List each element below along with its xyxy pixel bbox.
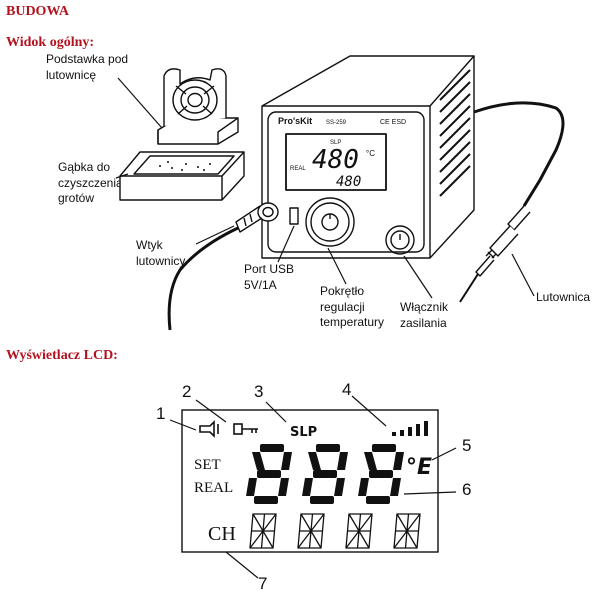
temperature-knob xyxy=(305,197,355,247)
label-power: Włącznik zasilania xyxy=(400,300,449,330)
device-unit: °C xyxy=(366,149,375,158)
digit-3-h-segment xyxy=(369,470,393,478)
lcd-leaders xyxy=(169,395,457,579)
digit-2-v-segment xyxy=(334,478,345,496)
digit-2-h-segment xyxy=(316,444,340,452)
device-set-temp: 480 xyxy=(312,145,359,175)
char-1-segments xyxy=(249,513,277,549)
callout-3: 3 xyxy=(254,382,264,401)
device-real-temp: 480 xyxy=(336,174,361,190)
device-brand: Pro'sKit xyxy=(278,116,312,126)
digit-1-v-segment xyxy=(246,478,257,496)
digit-3-v-segment xyxy=(390,478,401,496)
digit-2-h-segment xyxy=(310,496,334,504)
digit-1-h-segment xyxy=(260,444,284,452)
callout-6: 6 xyxy=(462,480,472,499)
label-iron: Lutownica xyxy=(536,290,591,304)
digit-1-v-segment xyxy=(252,452,265,470)
page-title: BUDOWA xyxy=(6,4,70,19)
callout-1: 1 xyxy=(156,404,166,423)
label-usb: Port USB 5V/1A xyxy=(244,262,295,292)
digit-3-v-segment xyxy=(364,452,377,470)
lcd-unit: °E xyxy=(406,455,432,480)
device-model: SS-259 xyxy=(326,120,347,126)
speaker-icon xyxy=(199,420,215,438)
label-plug: Wtyk lutownicy xyxy=(136,238,186,268)
callout-5: 5 xyxy=(462,436,472,455)
char-2-segments xyxy=(297,513,325,549)
digit-2-v-segment xyxy=(337,452,348,470)
usb-port xyxy=(289,207,299,225)
lcd-real-label: REAL xyxy=(194,480,233,496)
digit-3-h-segment xyxy=(366,496,390,504)
lcd-frame xyxy=(181,409,439,553)
char-4-segments xyxy=(393,513,421,549)
digit-2-v-segment xyxy=(302,478,313,496)
callout-4: 4 xyxy=(342,380,352,399)
digit-1-h-segment xyxy=(257,470,281,478)
device-slp: SLP xyxy=(330,140,341,146)
digit-3-v-segment xyxy=(358,478,369,496)
digit-1-v-segment xyxy=(278,478,289,496)
device-marks: CE ESD xyxy=(380,119,406,126)
iron-socket xyxy=(235,202,279,233)
lcd-heading: Wyświetlacz LCD: xyxy=(6,348,118,363)
callout-7: 7 xyxy=(258,574,268,593)
soldering-iron xyxy=(459,205,531,303)
digit-1-v-segment xyxy=(281,452,292,470)
sponge-tray xyxy=(119,151,245,201)
lcd-ch-label: CH xyxy=(208,523,236,545)
label-knob: Pokrętło regulacji temperatury xyxy=(320,284,385,330)
digit-3-v-segment xyxy=(393,452,404,470)
leader-lines xyxy=(115,77,535,299)
seven-segment-digits xyxy=(246,444,404,504)
lcd-set-label: SET xyxy=(194,457,221,473)
digit-2-h-segment xyxy=(313,470,337,478)
digit-2-v-segment xyxy=(308,452,321,470)
device-lcd xyxy=(285,133,387,191)
lcd-slp: SLP xyxy=(290,425,317,440)
overview-heading: Widok ogólny: xyxy=(6,35,95,50)
power-switch xyxy=(385,225,415,255)
power-level-icon xyxy=(392,421,428,436)
sixteen-segment-chars xyxy=(249,513,421,549)
digit-3-h-segment xyxy=(372,444,396,452)
callout-2: 2 xyxy=(182,382,192,401)
iron-holder xyxy=(157,68,239,145)
label-sponge: Gąbka do czyszczenia grotów xyxy=(58,160,123,206)
lock-key-icon xyxy=(233,423,243,435)
char-3-segments xyxy=(345,513,373,549)
label-holder: Podstawka pod lutownicę xyxy=(46,52,129,82)
digit-1-h-segment xyxy=(254,496,278,504)
device-real-label: REAL xyxy=(290,166,306,172)
